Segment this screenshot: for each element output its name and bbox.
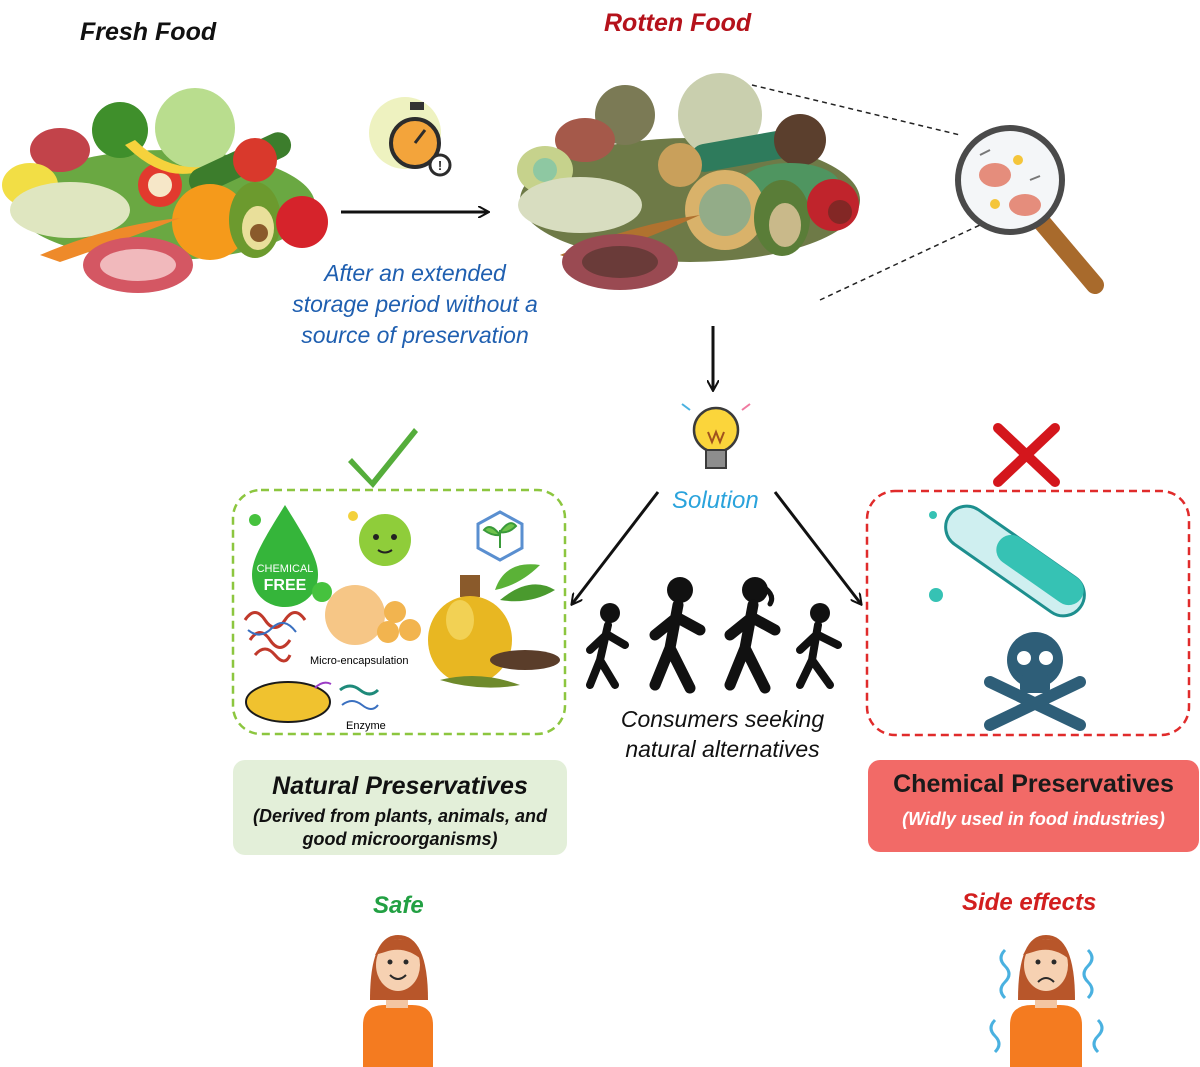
runner-4 xyxy=(796,603,842,689)
solution-label: Solution xyxy=(672,487,759,514)
rotten-vegetable-pile-icon xyxy=(517,73,860,290)
molecule-plant-icon xyxy=(476,510,524,562)
fresh-food-title: Fresh Food xyxy=(80,18,217,46)
test-tube-icon xyxy=(929,504,1086,618)
bacterium-icon: Enzyme xyxy=(245,681,386,732)
protein-structure-icon xyxy=(243,611,307,663)
safe-label: Safe xyxy=(373,892,424,919)
rotten-food-title: Rotten Food xyxy=(604,9,752,37)
runner-3 xyxy=(724,577,781,694)
stopwatch-icon: ! xyxy=(369,97,452,177)
storage-caption: After an extended storage period without… xyxy=(292,260,538,348)
chemical-free-line2: FREE xyxy=(264,577,307,594)
natural-preservatives-subtitle: (Derived from plants, animals, and good … xyxy=(252,806,548,849)
natural-preservatives-card: Natural Preservatives (Derived from plan… xyxy=(233,760,567,855)
good-microbe-icon xyxy=(348,511,411,566)
side-effects-label: Side effects xyxy=(962,889,1097,916)
svg-text:!: ! xyxy=(438,158,442,173)
natural-preservatives-title: Natural Preservatives xyxy=(272,772,528,800)
sick-person-icon xyxy=(989,935,1104,1067)
chemical-free-drop-icon: CHEMICAL FREE xyxy=(249,505,332,607)
skull-crossbones-icon xyxy=(984,632,1086,731)
runner-2 xyxy=(649,577,706,694)
running-people-icon xyxy=(586,577,842,694)
runner-1 xyxy=(586,603,629,689)
chemical-free-line1: CHEMICAL xyxy=(257,563,314,575)
happy-person-icon xyxy=(363,935,433,1067)
microencapsulation-icon: Micro-encapsulation xyxy=(310,585,421,667)
enzyme-label: Enzyme xyxy=(346,720,386,732)
cross-mark-icon xyxy=(993,423,1060,487)
chemical-preservatives-subtitle: (Widly used in food industries) xyxy=(902,809,1165,829)
chemical-preservatives-card: Chemical Preservatives (Widly used in fo… xyxy=(868,760,1199,852)
vegetable-pile-icon xyxy=(2,88,328,293)
chemical-preservatives-title: Chemical Preservatives xyxy=(893,770,1174,798)
natural-preservatives-box xyxy=(231,488,567,736)
lightbulb-icon xyxy=(681,403,751,469)
consumers-caption: Consumers seeking natural alternatives xyxy=(620,706,825,762)
microencapsulation-label: Micro-encapsulation xyxy=(310,655,408,667)
check-mark-icon xyxy=(348,428,418,488)
chemical-preservatives-box xyxy=(865,489,1191,737)
magnifier-microbes-icon xyxy=(955,125,1104,294)
essential-oil-bottle-icon xyxy=(428,564,560,688)
